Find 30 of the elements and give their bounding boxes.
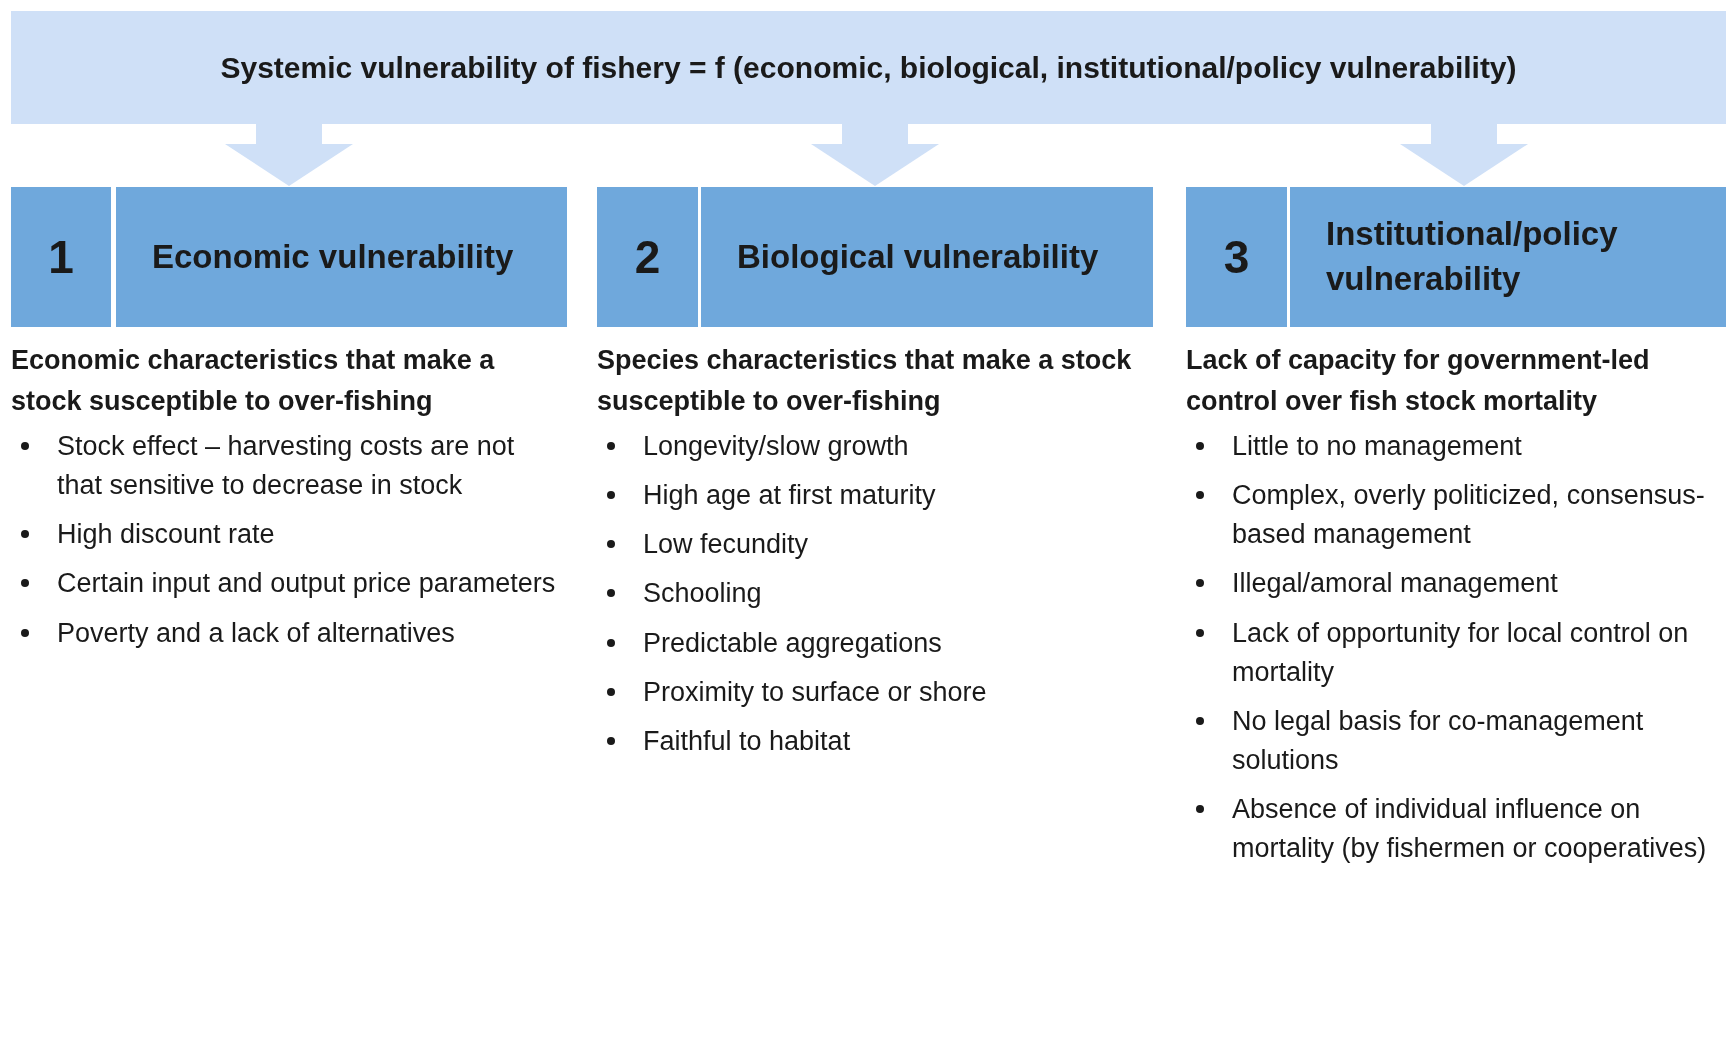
description-text: Lack of capacity for government-led control over fish stock mortality <box>1186 344 1651 418</box>
bullet-text: Illegal/amoral management <box>1232 567 1558 601</box>
bullet-text: Lack of opportunity for local control on mortality <box>1232 616 1690 689</box>
bullet-text: Poverty and a lack of alternatives <box>57 616 455 650</box>
category-header: Biological vulnerability <box>701 187 1153 327</box>
bullet-text: Low fecundity <box>643 528 809 562</box>
block-arrow <box>811 124 939 186</box>
category-header: Economic vulnerability <box>116 187 567 327</box>
bullet-text: Proximity to surface or shore <box>643 675 987 709</box>
bullet-text: High discount rate <box>57 518 275 552</box>
description-text: Economic characteristics that make a stock susceptible to over-fishing <box>11 344 496 418</box>
bullet-text: Schooling <box>643 577 762 611</box>
block-arrow <box>1400 124 1528 186</box>
bullet-text: Predictable aggregations <box>643 626 942 660</box>
bullet-text: Faithful to habitat <box>643 724 851 758</box>
description-text: Species characteristics that make a stock susceptible to over-fishing <box>597 344 1133 418</box>
bullet-text: Longevity/slow growth <box>643 430 909 463</box>
category-header: Institutional/policy vulnerability <box>1290 187 1726 327</box>
number-box: 3 <box>1186 187 1287 327</box>
bullet-text: Complex, overly politicized, consensus-based management <box>1232 479 1706 552</box>
bullet-text: High age at first maturity <box>643 479 936 513</box>
bullet-text: Stock effect – harvesting costs are not that sensitive to decrease in stock <box>57 430 516 503</box>
bullet-text: Little to no management <box>1232 430 1522 463</box>
title-banner: Systemic vulnerability of fishery = f (economic, biological, institutional/policy vulnerability) <box>11 11 1726 124</box>
bullet-text: Certain input and output price parameters <box>57 567 556 601</box>
number-box: 1 <box>11 187 111 327</box>
block-arrow <box>225 124 353 186</box>
number-box: 2 <box>597 187 698 327</box>
bullet-text: Absence of individual influence on mortality (by fishermen or cooperatives) <box>1232 793 1708 866</box>
bullet-text: No legal basis for co-management solutions <box>1232 704 1645 777</box>
